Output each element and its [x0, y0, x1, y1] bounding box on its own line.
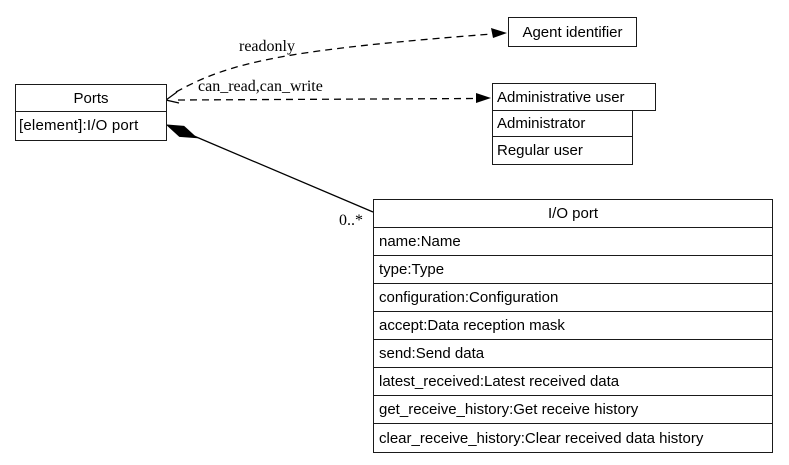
ports-title: Ports	[16, 85, 166, 112]
administrative-user-title: Administrative user	[497, 88, 625, 106]
arrowhead-ports-open-icon	[164, 91, 180, 104]
node-io-port: I/O port name:Name type:Type configurati…	[373, 199, 773, 453]
node-ports: Ports [element]:I/O port	[15, 84, 167, 141]
arrowhead-agent-identifier-icon	[491, 28, 507, 38]
io-port-row-configuration: configuration:Configuration	[374, 284, 772, 312]
edge-label-multiplicity: 0..*	[339, 212, 363, 229]
can-read-write-dependency-edge	[177, 97, 477, 101]
composition-edge	[193, 135, 374, 213]
node-administrative-user-header: Administrative user	[492, 83, 656, 111]
edge-label-can-read-write: can_read,can_write	[198, 78, 323, 95]
io-port-row-send: send:Send data	[374, 340, 772, 368]
io-port-title: I/O port	[374, 200, 772, 228]
io-port-row-name: name:Name	[374, 228, 772, 256]
io-port-row-latest-received: latest_received:Latest received data	[374, 368, 772, 396]
io-port-row-accept: accept:Data reception mask	[374, 312, 772, 340]
edge-label-readonly: readonly	[239, 38, 295, 55]
node-administrative-user-body: Administrator Regular user	[492, 110, 633, 165]
ports-attribute-element: [element]:I/O port	[19, 117, 139, 134]
agent-identifier-title: Agent identifier	[522, 23, 623, 41]
io-port-row-clear-receive-history: clear_receive_history:Clear received dat…	[379, 429, 704, 447]
administrative-user-row-regular-user: Regular user	[497, 141, 583, 159]
composition-diamond-icon	[165, 124, 198, 139]
arrowhead-administrative-user-icon	[476, 93, 491, 103]
node-agent-identifier: Agent identifier	[508, 17, 637, 47]
administrative-user-row-administrator: Administrator	[493, 111, 632, 137]
io-port-row-type: type:Type	[374, 256, 772, 284]
io-port-row-get-receive-history: get_receive_history:Get receive history	[374, 396, 772, 424]
